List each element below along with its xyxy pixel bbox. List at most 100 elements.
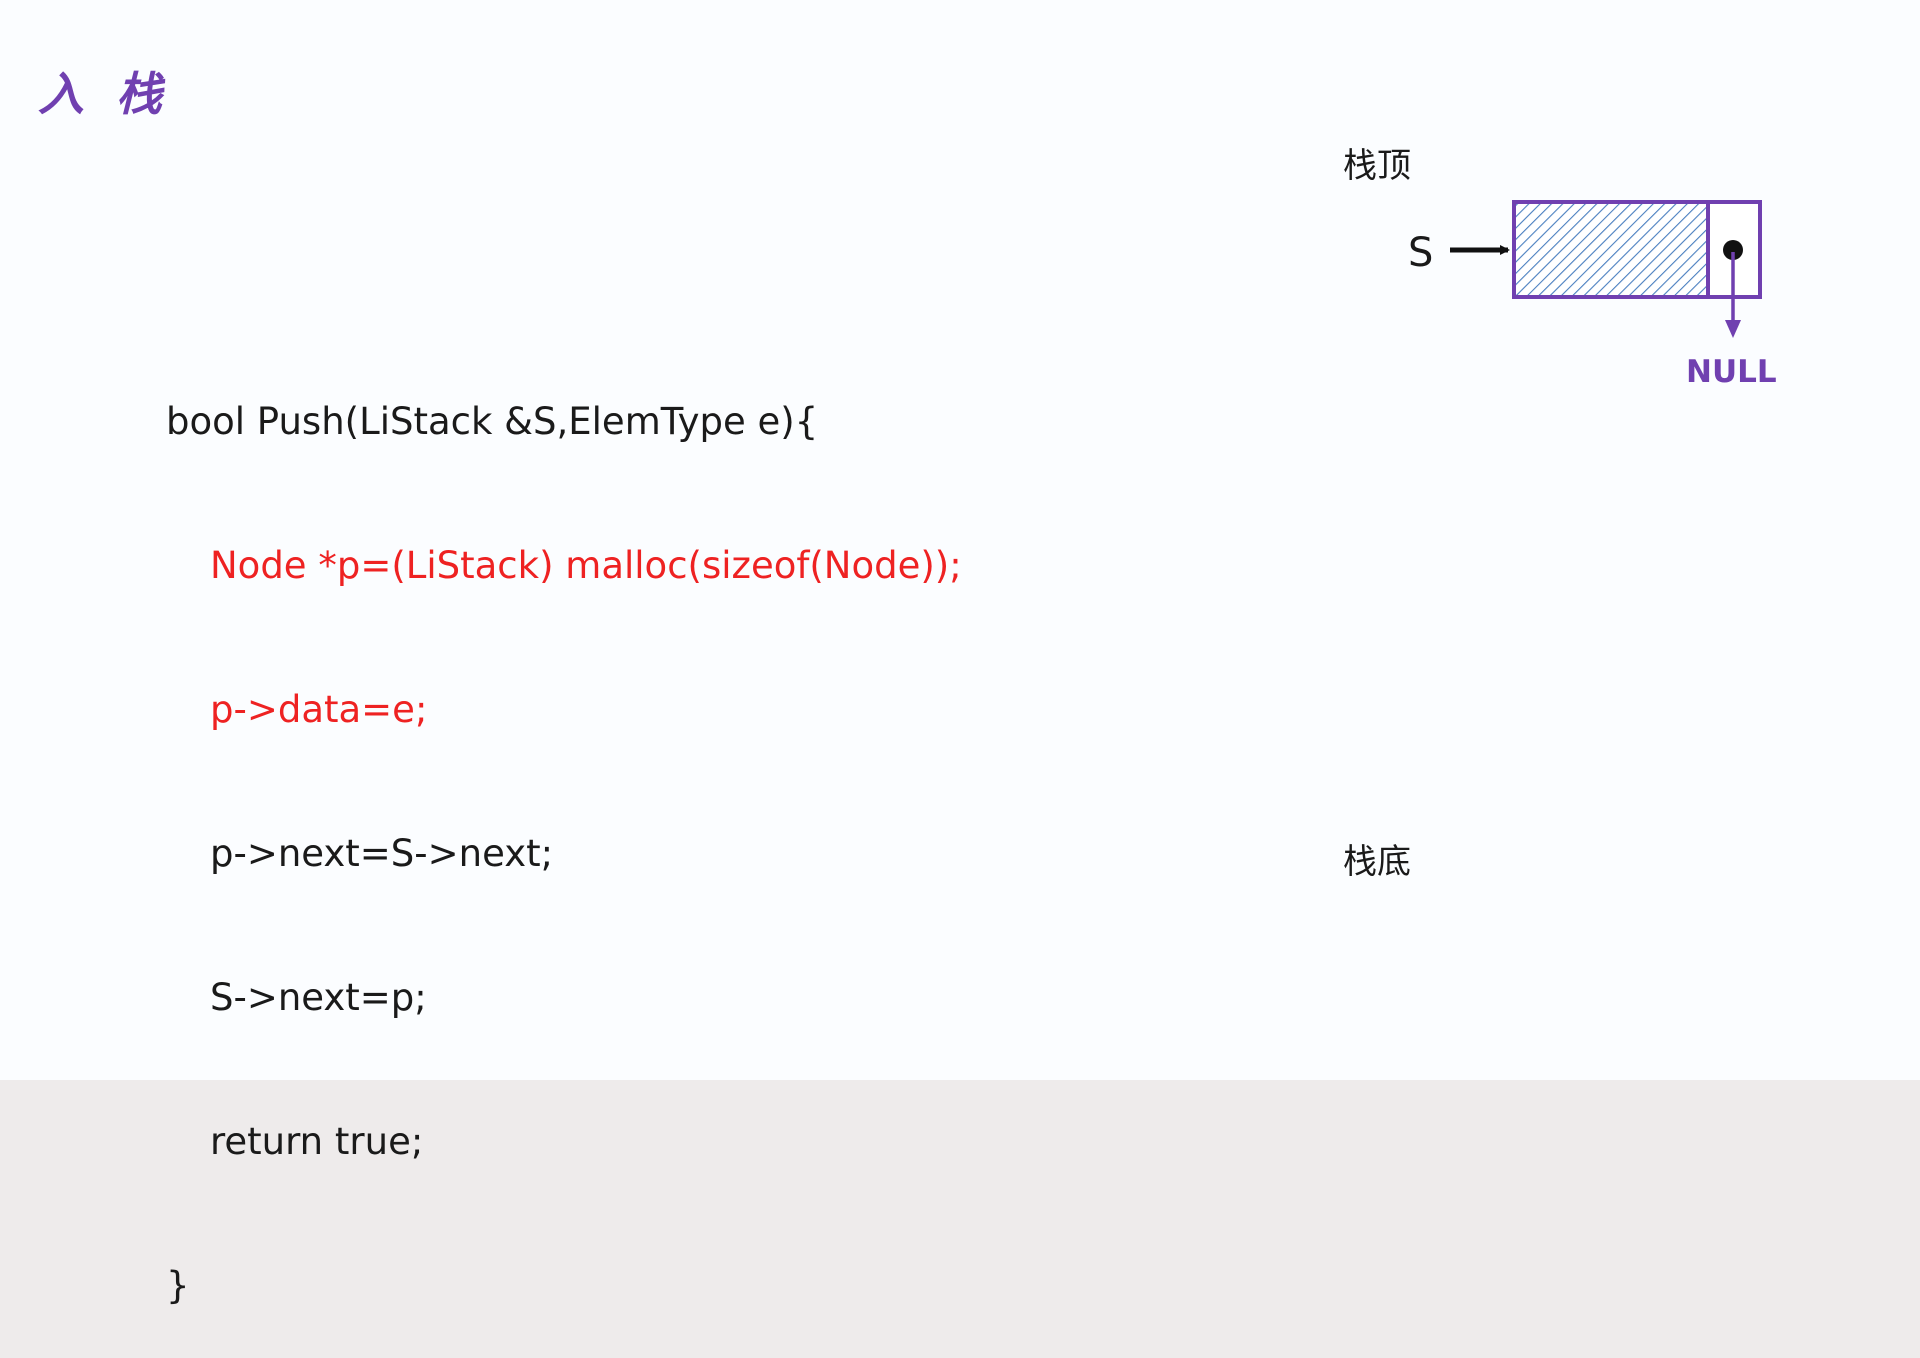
grid-tile [202,784,258,833]
grid-tile [386,91,442,140]
grid-tile [386,476,442,525]
grid-tile [1766,322,1822,371]
grid-tile [1766,399,1822,448]
null-label: NULL [1686,354,1777,390]
grid-tile [938,476,994,525]
grid-tile [846,938,902,987]
grid-tile [110,399,166,448]
grid-tile [938,861,994,910]
grid-tile [1766,553,1822,602]
grid-tile [662,14,718,63]
grid-tile [18,168,74,217]
grid-tile [1398,938,1454,987]
grid-tile [1306,91,1362,140]
grid-tile [570,245,626,294]
grid-tile [478,630,534,679]
grid-tile [1030,938,1086,987]
grid-tile [386,322,442,371]
grid-tile [1214,399,1270,448]
grid-tile [1306,707,1362,756]
grid-tile [1306,861,1362,910]
grid-tile [478,938,534,987]
grid-tile [110,322,166,371]
grid-tile [202,1015,258,1064]
grid-tile [386,630,442,679]
grid-tile [754,322,810,371]
grid-tile [1398,630,1454,679]
grid-tile [1766,630,1822,679]
grid-tile [294,245,350,294]
grid-tile [1122,707,1178,756]
grid-tile [1582,1015,1638,1064]
grid-tile [18,938,74,987]
grid-tile [846,322,902,371]
grid-tile [110,14,166,63]
code-line-5: S->next=p; [210,976,427,1019]
grid-tile [662,938,718,987]
grid-tile [938,91,994,140]
grid-tile [1122,1015,1178,1064]
grid-tile [1214,14,1270,63]
grid-tile [1490,14,1546,63]
grid-tile [1858,1015,1914,1064]
grid-tile [478,91,534,140]
grid-tile [754,861,810,910]
grid-tile [202,707,258,756]
grid-tile [1122,553,1178,602]
grid-tile [1766,168,1822,217]
grid-tile [1490,1015,1546,1064]
grid-tile [18,784,74,833]
grid-tile [1582,14,1638,63]
grid-tile [1030,784,1086,833]
code-line-4: p->next=S->next; [210,832,554,875]
grid-tile [1766,476,1822,525]
grid-tile [938,707,994,756]
grid-tile [110,476,166,525]
grid-tile [1674,553,1730,602]
next-pointer-dot [1723,240,1743,260]
grid-tile [1674,14,1730,63]
grid-tile [1490,399,1546,448]
grid-tile [938,784,994,833]
grid-tile [570,91,626,140]
grid-tile [1306,245,1362,294]
grid-tile [110,861,166,910]
grid-tile [938,168,994,217]
grid-tile [478,553,534,602]
grid-tile [846,245,902,294]
grid-tile [1674,91,1730,140]
grid-tile [478,476,534,525]
grid-tile [202,630,258,679]
grid-tile [1030,399,1086,448]
grid-tile [1766,938,1822,987]
code-line-3: p->data=e; [210,688,428,731]
grid-tile [938,399,994,448]
grid-tile [110,168,166,217]
grid-tile [1858,399,1914,448]
grid-tile [1490,553,1546,602]
grid-tile [1582,91,1638,140]
grid-tile [1398,322,1454,371]
grid-tile [1858,168,1914,217]
grid-tile [1582,630,1638,679]
grid-tile [1122,630,1178,679]
grid-tile [1674,476,1730,525]
grid-tile [1214,91,1270,140]
code-line-1: bool Push(LiStack &S,ElemType e){ [166,400,819,443]
grid-tile [570,14,626,63]
grid-tile [1490,322,1546,371]
grid-tile [1122,91,1178,140]
grid-tile [570,553,626,602]
grid-tile [1122,938,1178,987]
grid-tile [754,245,810,294]
grid-tile [1214,784,1270,833]
grid-tile [18,1015,74,1064]
grid-tile [294,1015,350,1064]
grid-tile [662,91,718,140]
grid-tile [294,553,350,602]
grid-tile [202,322,258,371]
grid-tile [938,630,994,679]
grid-tile [1858,476,1914,525]
grid-tile [1858,553,1914,602]
grid-tile [1214,322,1270,371]
